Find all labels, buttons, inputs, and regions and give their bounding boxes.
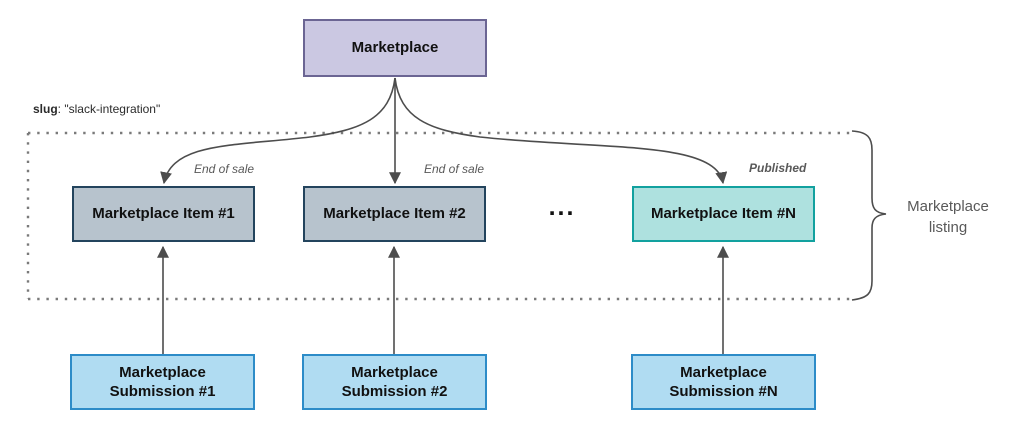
- slug-key: slug: [33, 102, 58, 116]
- node-item-n-label: Marketplace Item #N: [650, 205, 797, 223]
- node-item-1-label: Marketplace Item #1: [92, 205, 235, 223]
- node-marketplace-label: Marketplace: [351, 39, 439, 57]
- node-submission-n-label: Marketplace Submission #N: [669, 363, 778, 401]
- node-submission-n: Marketplace Submission #N: [631, 354, 816, 410]
- node-submission-1-label: Marketplace Submission #1: [109, 363, 216, 401]
- slug-value: : "slack-integration": [57, 102, 161, 116]
- slug-annotation: slug: "slack-integration": [33, 102, 160, 116]
- status-item-n: Published: [749, 161, 807, 175]
- brace-caption: Marketplace listing: [907, 198, 989, 236]
- status-item-1: End of sale: [194, 162, 255, 176]
- node-submission-2: Marketplace Submission #2: [302, 354, 487, 410]
- curly-brace: [851, 130, 887, 301]
- node-item-n: Marketplace Item #N: [632, 186, 815, 242]
- node-item-2: Marketplace Item #2: [303, 186, 486, 242]
- node-submission-1: Marketplace Submission #1: [70, 354, 255, 410]
- node-item-1: Marketplace Item #1: [72, 186, 255, 242]
- status-item-2: End of sale: [424, 162, 485, 176]
- node-item-2-label: Marketplace Item #2: [323, 205, 466, 223]
- node-submission-2-label: Marketplace Submission #2: [341, 363, 448, 401]
- items-ellipsis: ...: [548, 193, 576, 221]
- node-marketplace: Marketplace: [303, 19, 487, 77]
